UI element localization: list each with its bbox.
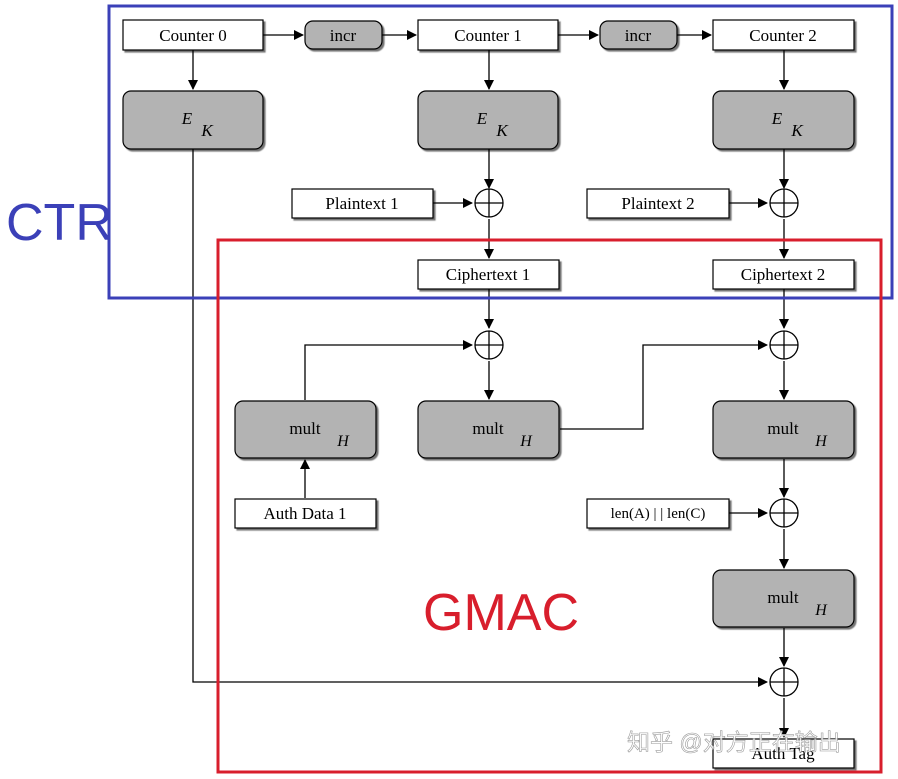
auth-tag-box: Auth Tag <box>712 738 855 769</box>
len-box: len(A) | | len(C) <box>586 498 730 529</box>
mult-main-2: mult <box>472 419 503 438</box>
ciphertext-2-box: Ciphertext 2 <box>712 259 855 290</box>
xor-icon <box>769 498 799 528</box>
incr-label-2: incr <box>625 26 652 45</box>
encrypt-sub-1: K <box>495 121 509 140</box>
mult-main-1: mult <box>289 419 320 438</box>
counter-2-label: Counter 2 <box>749 26 817 45</box>
mult-block-4: mult H <box>712 569 855 628</box>
incr-label-1: incr <box>330 26 357 45</box>
plaintext-1-label: Plaintext 1 <box>325 194 398 213</box>
mult-main-3: mult <box>767 419 798 438</box>
ciphertext-1-label: Ciphertext 1 <box>446 265 531 284</box>
encrypt-sub-0: K <box>200 121 214 140</box>
mult-main-4: mult <box>767 588 798 607</box>
auth-tag-label: Auth Tag <box>751 744 815 763</box>
encrypt-block-2: E K <box>712 90 855 150</box>
gmac-region-label: GMAC <box>423 584 579 642</box>
auth-data-label: Auth Data 1 <box>263 504 346 523</box>
xor-icon <box>769 667 799 697</box>
arrow-mult1-xor <box>304 340 473 400</box>
encrypt-main-0: E <box>181 109 193 128</box>
len-label: len(A) | | len(C) <box>611 506 706 522</box>
incr-block-2: incr <box>599 20 678 50</box>
encrypt-blocks: E K E K E K <box>122 90 855 150</box>
mult-blocks: mult H mult H mult H mult H <box>234 400 855 628</box>
ctr-region-label: CTR <box>6 194 113 252</box>
mult-sub-1: H <box>336 433 350 450</box>
xor-icon <box>769 330 799 360</box>
counter-boxes: Counter 0 Counter 1 Counter 2 <box>122 19 855 51</box>
mult-block-3: mult H <box>712 400 855 459</box>
mult-block-2: mult H <box>417 400 560 459</box>
incr-blocks: incr incr <box>304 20 678 50</box>
counter-2-box: Counter 2 <box>712 19 855 51</box>
plaintext-2-box: Plaintext 2 <box>586 188 730 219</box>
ciphertext-boxes: Ciphertext 1 Ciphertext 2 <box>417 259 855 290</box>
encrypt-main-1: E <box>476 109 488 128</box>
counter-1-label: Counter 1 <box>454 26 522 45</box>
encrypt-block-0: E K <box>122 90 264 150</box>
incr-block-1: incr <box>304 20 383 50</box>
arrow-mult2-xor <box>560 340 768 430</box>
counter-0-label: Counter 0 <box>159 26 227 45</box>
ciphertext-1-box: Ciphertext 1 <box>417 259 560 290</box>
plaintext-boxes: Plaintext 1 Plaintext 2 <box>291 188 730 219</box>
ctr-region-outline <box>107 4 894 300</box>
xor-icon <box>474 330 504 360</box>
mult-sub-4: H <box>814 602 828 619</box>
mult-block-1: mult H <box>234 400 377 459</box>
counter-1-box: Counter 1 <box>417 19 559 51</box>
encrypt-block-1: E K <box>417 90 559 150</box>
xor-icon <box>769 188 799 218</box>
arrow-ek0-final-xor <box>192 149 768 687</box>
mult-sub-2: H <box>519 433 533 450</box>
mult-sub-3: H <box>814 433 828 450</box>
counter-0-box: Counter 0 <box>122 19 264 51</box>
watermark: 知乎 @对方正在输出 <box>627 729 841 755</box>
encrypt-sub-2: K <box>790 121 804 140</box>
plaintext-2-label: Plaintext 2 <box>621 194 694 213</box>
ciphertext-2-label: Ciphertext 2 <box>741 265 826 284</box>
encrypt-main-2: E <box>771 109 783 128</box>
auth-data-box: Auth Data 1 <box>234 498 377 529</box>
plaintext-1-box: Plaintext 1 <box>291 188 434 219</box>
xor-symbols <box>474 188 799 697</box>
xor-icon <box>474 188 504 218</box>
gmac-region-outline <box>216 238 883 774</box>
